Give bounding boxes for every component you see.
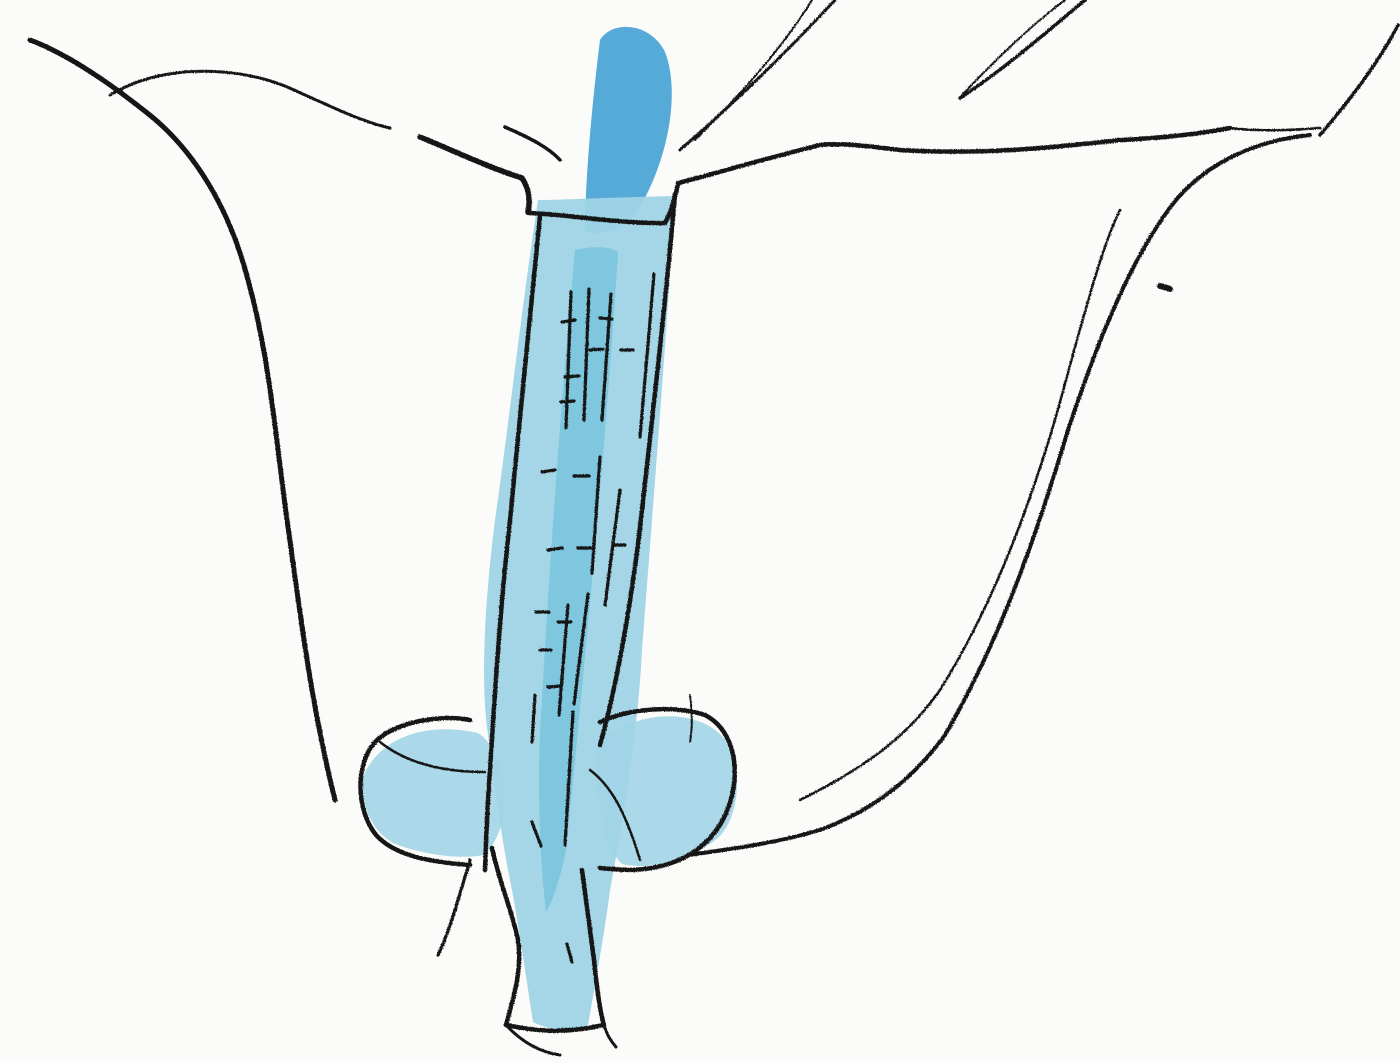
right-bulb-handle	[690, 695, 692, 742]
top-right-pen-stroke-a	[960, 0, 1085, 98]
hatch-short-3	[590, 349, 603, 350]
hatch-short-7	[542, 470, 555, 472]
right-outer-line	[690, 135, 1310, 855]
hatch-short-9	[548, 548, 562, 550]
hatch-short-1	[562, 320, 575, 322]
watercolor-fill	[363, 27, 737, 1030]
hatch-short-6	[561, 401, 574, 402]
top-right-pen-stroke-b	[962, 0, 1065, 95]
pipe-left-lower-stroke	[438, 860, 470, 955]
pipe-bottom-tail-right	[604, 1025, 616, 1047]
rim-right-segment	[678, 128, 1230, 183]
left-outer-line	[30, 40, 335, 800]
rim-left-segment	[420, 137, 529, 212]
rim-far-right-segment	[1230, 128, 1320, 130]
right-bulb-water	[596, 716, 737, 866]
hatch-short-15	[548, 686, 560, 687]
top-center-stroke-a	[680, 0, 835, 150]
right-outer-top	[1320, 25, 1398, 135]
hatch-short-5	[565, 376, 579, 377]
rim-top-left-curve	[505, 127, 560, 160]
hatch-short-2	[600, 318, 612, 319]
small-dot-mark	[1160, 286, 1170, 289]
outer-silhouette	[30, 0, 1398, 855]
